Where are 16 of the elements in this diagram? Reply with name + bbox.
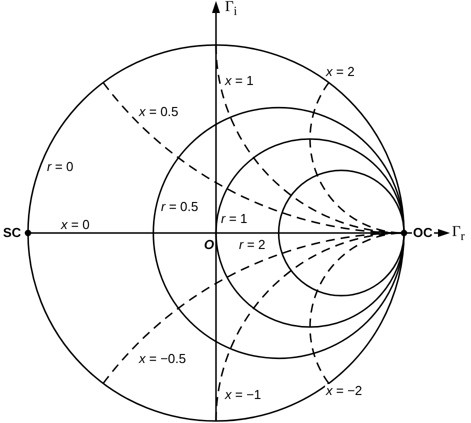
curve-label: x = 2 xyxy=(325,65,356,78)
axis-label: Γ$_{r}$ xyxy=(451,225,466,242)
curve-label: x = −2 xyxy=(325,384,364,397)
curve-label: x = 0 xyxy=(60,218,91,231)
curve-label: r = 0.5 xyxy=(160,200,200,213)
point-label: SC xyxy=(2,226,22,239)
curve-label: x = 1 xyxy=(224,74,255,87)
curve-label: r = 2 xyxy=(238,238,266,251)
point-label: OC xyxy=(412,226,434,239)
curve-label: x = −0.5 xyxy=(138,352,187,365)
curve-label: x = −1 xyxy=(224,388,262,401)
origin-label: O xyxy=(203,238,216,251)
curve-label: x = 0.5 xyxy=(138,105,180,118)
curve-label: r = 1 xyxy=(220,212,248,225)
curve-label: r = 0 xyxy=(46,160,74,173)
axis-label: Γ$_{i}$ xyxy=(224,0,238,18)
